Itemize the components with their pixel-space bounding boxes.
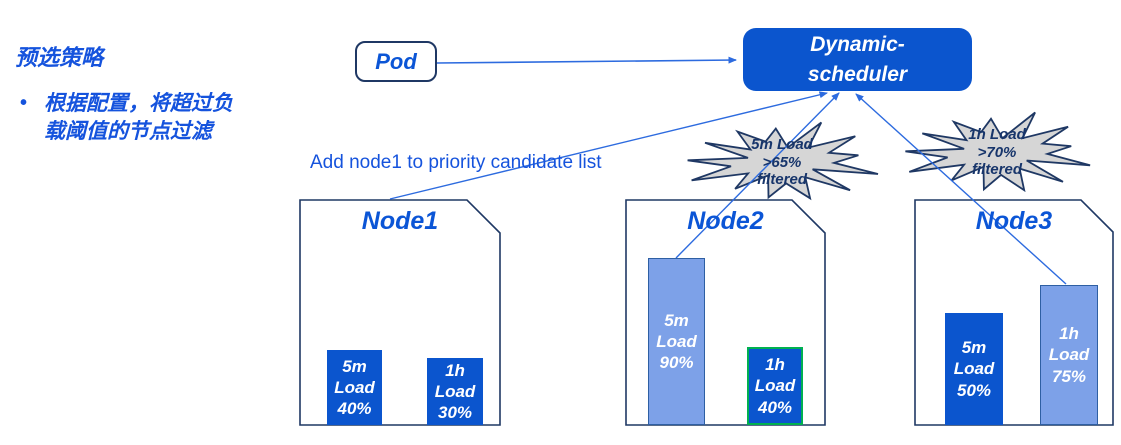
bar-metric: 1h [765, 355, 785, 375]
bullet-dot: • [20, 92, 28, 114]
bar-label: Load [656, 331, 697, 351]
filter-label-line: 1h Load [968, 126, 1026, 143]
filter-starburst-1h [905, 111, 1091, 193]
bar-label: Load [953, 359, 995, 379]
node2-bar-to-scheduler-line [675, 92, 840, 259]
pod-to-scheduler-arrow [436, 56, 737, 64]
bar-label: Load [334, 377, 375, 397]
node1-to-scheduler-line [389, 91, 828, 200]
dynamic-scheduler-box: Dynamic- scheduler [743, 28, 972, 91]
node1-title: Node1 [361, 207, 439, 235]
bar-value: 90% [659, 353, 694, 373]
pod-box: Pod [355, 41, 437, 82]
bar-label: Load [754, 376, 796, 396]
strategy-bullet: 根据配置，将超过负 载阈值的节点过滤 [44, 92, 233, 143]
pod-label: Pod [375, 48, 417, 74]
bar-label: Load [1048, 345, 1090, 365]
bar-metric: 5m [664, 310, 689, 330]
node3-title: Node3 [975, 207, 1053, 235]
priority-candidate-annotation: Add node1 to priority candidate list [310, 152, 602, 173]
bar-label: Load [434, 381, 476, 401]
node2-title: Node2 [687, 207, 764, 235]
node3-5m-load-bar: 5m Load 50% [945, 313, 1003, 425]
filter-label-line: >70% [977, 143, 1017, 161]
filter-label-line: filtered [756, 171, 807, 189]
node1-5m-load-bar: 5m Load 40% [327, 350, 382, 425]
bar-value: 40% [337, 399, 372, 419]
filter-label-5m: 5m Load >65% filtered [707, 136, 857, 189]
filter-label-line: >65% [762, 153, 802, 171]
node3-bar-to-scheduler-line [855, 93, 1067, 285]
filter-label-1h: 1h Load >70% filtered [922, 126, 1072, 179]
strategy-title: 预选策略 [15, 45, 104, 70]
bar-value: 40% [757, 397, 793, 417]
bar-metric: 1h [445, 360, 465, 380]
node1-1h-load-bar: 1h Load 30% [427, 358, 483, 425]
node3-1h-load-bar-filtered: 1h Load 75% [1040, 285, 1098, 425]
bar-value: 75% [1051, 366, 1087, 386]
bar-value: 30% [437, 403, 473, 423]
bar-metric: 5m [342, 356, 367, 376]
bar-value: 50% [956, 380, 992, 400]
filter-label-line: filtered [971, 161, 1022, 179]
bar-metric: 5m [961, 338, 987, 358]
bar-metric: 1h [1059, 324, 1079, 344]
filter-label-line: 5m Load [751, 136, 813, 153]
node2-5m-load-bar-filtered: 5m Load 90% [648, 258, 705, 425]
filter-starburst-5m [687, 121, 879, 201]
node2-1h-load-bar-selected: 1h Load 40% [747, 347, 803, 425]
dynamic-scheduler-label: Dynamic- scheduler [807, 33, 908, 86]
